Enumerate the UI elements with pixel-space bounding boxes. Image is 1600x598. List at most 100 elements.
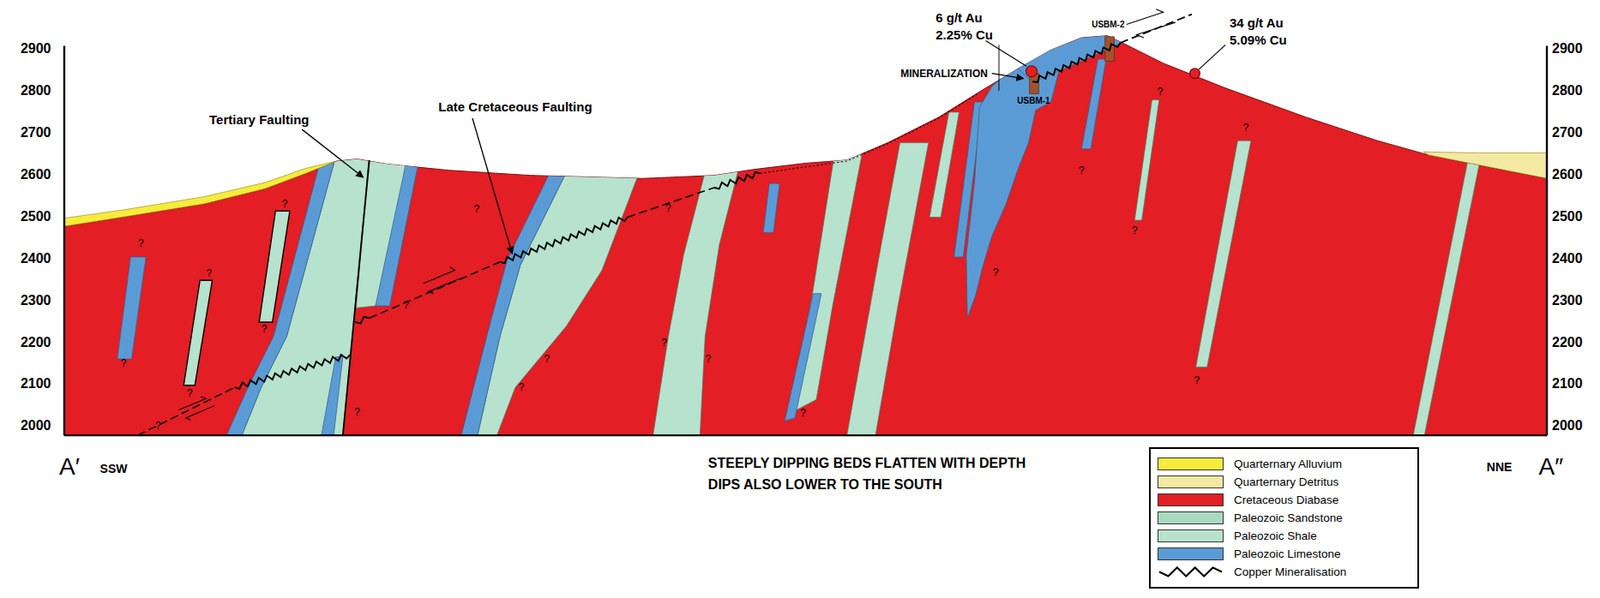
slip-arrow (1126, 9, 1164, 25)
annotation: STEEPLY DIPPING BEDS FLATTEN WITH DEPTH (708, 457, 1026, 471)
shale-bed (1196, 140, 1252, 367)
mineralisation-zigzag (1159, 568, 1222, 578)
query-mark: ? (518, 382, 525, 393)
shale-bed (929, 112, 960, 218)
shale-bed (1413, 153, 1482, 437)
leader-line (1198, 44, 1226, 70)
shale-bed (653, 168, 740, 436)
legend-swatch (1157, 493, 1224, 507)
legend-label: Copper Mineralisation (1233, 565, 1347, 579)
slip-arrow (423, 267, 456, 284)
annotation: Late Cretaceous Faulting (438, 100, 592, 114)
axis-elevation: 2900 (1551, 42, 1583, 56)
legend-label: Quarternary Alluvium (1233, 457, 1342, 471)
query-mark: ? (155, 421, 162, 432)
legend-label: Paleozoic Shale (1233, 529, 1318, 543)
limestone-lens (117, 257, 146, 360)
axis-elevation: 2800 (1551, 84, 1583, 98)
query-mark: ? (661, 337, 668, 349)
query-mark: ? (1243, 122, 1250, 133)
detritus (1423, 151, 1547, 179)
limestone-lens (763, 183, 780, 233)
axis-elevation: 2400 (20, 252, 52, 266)
query-mark: ? (120, 358, 127, 369)
axis-elevation: 2700 (20, 126, 52, 140)
legend-row: Cretaceous Diabase (1157, 491, 1411, 510)
mineralisation-zigzag (714, 172, 761, 190)
axis-elevation: 2000 (1551, 419, 1583, 434)
sample-point (1026, 66, 1038, 78)
tertiary-fault (342, 160, 370, 436)
query-mark: ? (705, 354, 712, 365)
copper-mineralisation (234, 42, 1121, 390)
query-mark: ? (473, 204, 480, 215)
annotation: A′ (59, 455, 80, 480)
annotation: 5.09% Cu (1229, 33, 1288, 47)
axis-line (1545, 46, 1548, 437)
query-mark: ? (1157, 86, 1164, 97)
query-mark: ? (1131, 225, 1138, 236)
fault-dashed (138, 387, 235, 436)
query-mark: ? (186, 388, 193, 399)
legend-row: Copper Mineralisation (1157, 563, 1411, 582)
legend-swatch (1157, 511, 1224, 525)
legend-label: Cretaceous Diabase (1233, 493, 1339, 507)
query-mark: ? (992, 267, 999, 278)
axis-elevation: 2300 (1551, 294, 1583, 308)
annotation: NNE (1486, 461, 1513, 474)
legend-row: Paleozoic Sandstone (1157, 509, 1411, 528)
query-mark: ? (403, 300, 410, 311)
query-mark: ? (1194, 375, 1201, 386)
beds (117, 28, 1482, 436)
annotation: DIPS ALSO LOWER TO THE SOUTH (708, 478, 943, 493)
axis-elevation: 2000 (20, 419, 52, 434)
axis-elevation: 2700 (1551, 126, 1583, 140)
leader-arrow (472, 118, 512, 254)
shale-lens (183, 280, 212, 386)
query-mark: ? (261, 324, 268, 335)
section-base (64, 434, 1547, 437)
slip-arrow (428, 278, 461, 295)
annotation: 2.25% Cu (935, 28, 993, 42)
axis-elevation: 2900 (20, 42, 52, 56)
legend-label: Paleozoic Limestone (1233, 547, 1342, 561)
axis-elevation: 2600 (1551, 168, 1583, 182)
limestone-bed (784, 294, 822, 422)
limestone-bed (1081, 59, 1107, 150)
query-mark: ? (282, 198, 289, 210)
annotation: A″ (1539, 455, 1564, 480)
mineralisation-zigzag (1032, 42, 1120, 83)
annotation: SSW (100, 463, 128, 476)
query-mark: ? (138, 238, 145, 249)
axis-elevation: 2800 (20, 84, 52, 98)
shale-bed (241, 153, 370, 437)
legend-swatch (1157, 457, 1224, 471)
axis-elevation: 2100 (1551, 377, 1583, 391)
leader-arrow (992, 73, 1024, 79)
query-mark: ? (354, 407, 361, 418)
limestone-bed (461, 168, 569, 436)
legend-swatch (1157, 475, 1224, 489)
leader-arrow (301, 129, 363, 178)
legend-label: Quarternary Detritus (1233, 475, 1339, 489)
legend-label: Paleozoic Sandstone (1233, 511, 1343, 525)
slip-arrow (186, 406, 215, 422)
annotation: USBM-2 (1091, 20, 1125, 30)
legend-box: Quarternary AlluviumQuarternary Detritus… (1148, 447, 1420, 590)
axis-elevation: 2300 (20, 294, 52, 308)
axis-elevation: 2200 (1551, 336, 1583, 350)
legend-row: Quarternary Detritus (1157, 473, 1411, 492)
annotation: Tertiary Faulting (209, 113, 309, 127)
annotation: USBM-1 (1016, 96, 1050, 106)
limestone-bed (321, 357, 343, 437)
slip-arrow (1136, 22, 1176, 38)
sample-point (1190, 68, 1201, 79)
legend-swatch (1157, 547, 1224, 561)
axis-elevation: 2500 (20, 210, 52, 224)
query-mark: ? (800, 408, 807, 419)
annotation: MINERALIZATION (900, 68, 988, 79)
query-mark: ? (543, 354, 550, 365)
legend-row: Quarternary Alluvium (1157, 455, 1411, 474)
mineralisation-zigzag (234, 354, 350, 390)
axis-elevation: 2100 (20, 377, 52, 391)
